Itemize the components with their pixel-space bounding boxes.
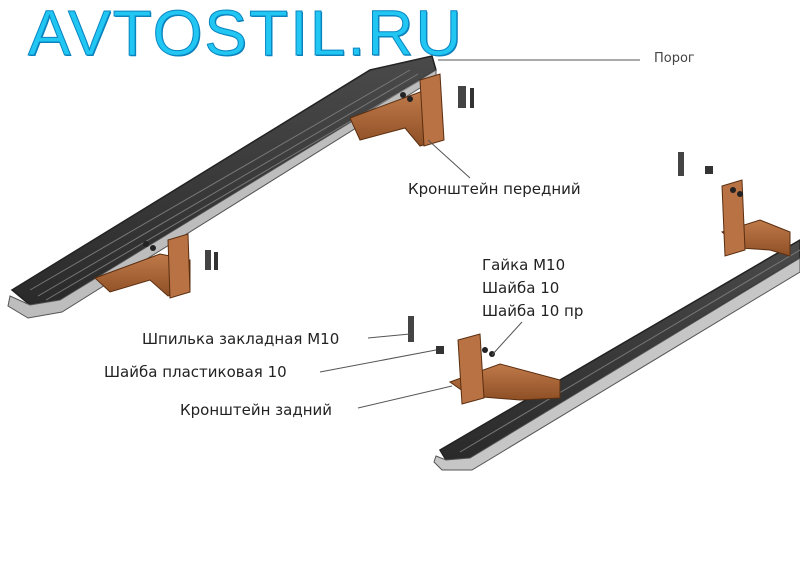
left-front-bracket [349, 73, 474, 147]
label-washer: Шайба 10 [482, 279, 560, 297]
leader-nut [491, 321, 523, 356]
label-spring-washer: Шайба 10 пр [482, 302, 584, 320]
right-front-bracket [678, 152, 791, 257]
leader-rear-bracket [357, 385, 453, 409]
label-plastic-washer: Шайба пластиковая 10 [104, 363, 287, 381]
right-rear-bracket [408, 316, 561, 405]
label-porog: Порог [654, 51, 695, 66]
right-step-board [433, 239, 800, 471]
left-rear-bracket [94, 233, 218, 299]
left-step-board [7, 55, 437, 319]
label-nut: Гайка М10 [482, 256, 566, 274]
label-stud: Шпилька закладная М10 [142, 330, 340, 348]
label-front-bracket: Кронштейн передний [408, 180, 581, 198]
leader-stud [367, 333, 411, 339]
label-rear-bracket: Кронштейн задний [180, 401, 333, 419]
leader-lines [319, 59, 640, 409]
leader-plastic-washer [319, 349, 437, 373]
brand-watermark: AVTOSTIL.RU [28, 0, 464, 70]
leader-front-bracket [427, 139, 471, 179]
